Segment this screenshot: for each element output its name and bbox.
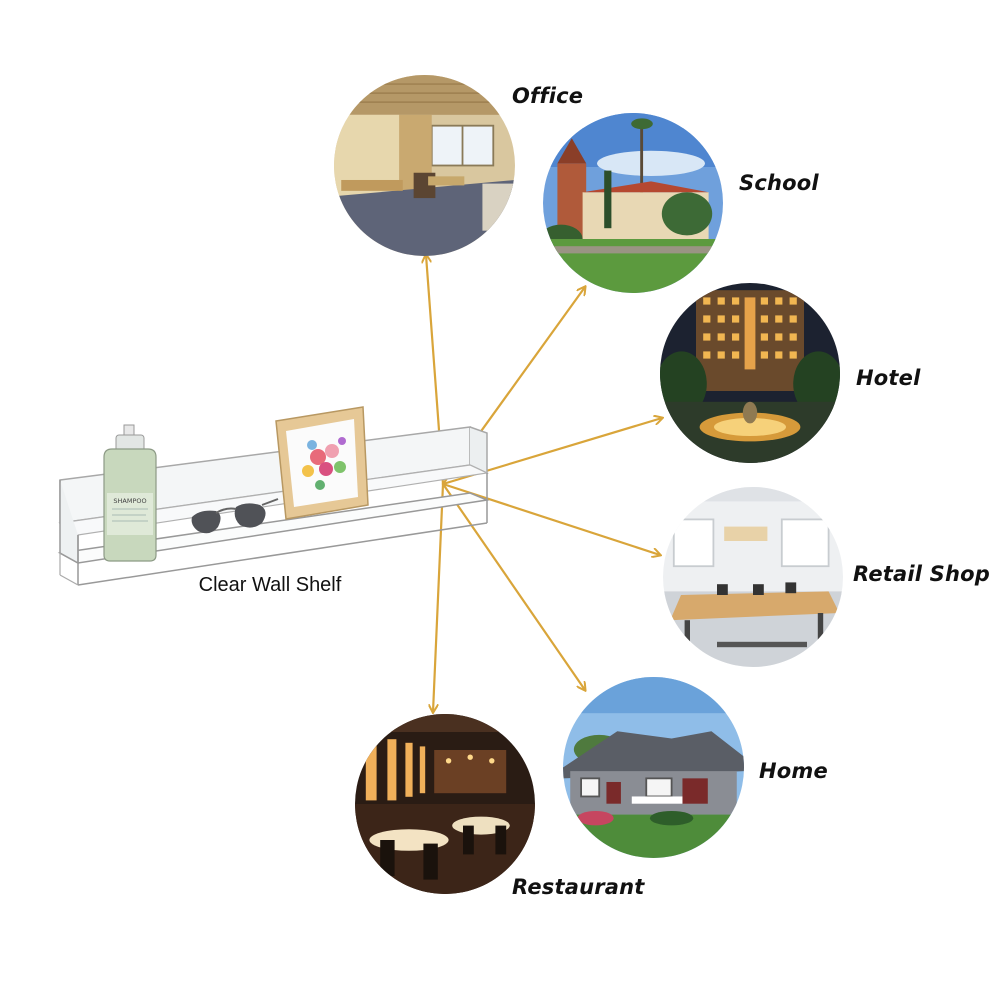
arrow-to-retail-shop [441, 482, 660, 555]
arrow-to-restaurant [433, 482, 445, 712]
retail-shop-photo [663, 487, 843, 667]
restaurant-photo [355, 714, 535, 894]
venue-label-retail-shop: Retail Shop [853, 562, 991, 586]
bottle-label-text: SHAMPOO [113, 497, 146, 505]
sunglasses [191, 498, 279, 534]
product-caption: Clear Wall Shelf [198, 574, 342, 596]
shampoo-bottle: SHAMPOO [103, 424, 157, 562]
arrow-to-home [441, 482, 585, 690]
venue-label-hotel: Hotel [856, 366, 921, 390]
clear-wall-shelf-illustration: SHAMPOO [57, 406, 490, 586]
school-photo [543, 113, 723, 293]
hotel-photo [660, 283, 840, 463]
venue-label-office: Office [512, 84, 584, 108]
photo-frame [275, 406, 369, 520]
home-photo [563, 677, 744, 858]
venue-label-home: Home [759, 759, 828, 783]
venue-label-restaurant: Restaurant [512, 875, 645, 899]
venue-label-school: School [739, 171, 819, 195]
office-photo [334, 75, 515, 256]
